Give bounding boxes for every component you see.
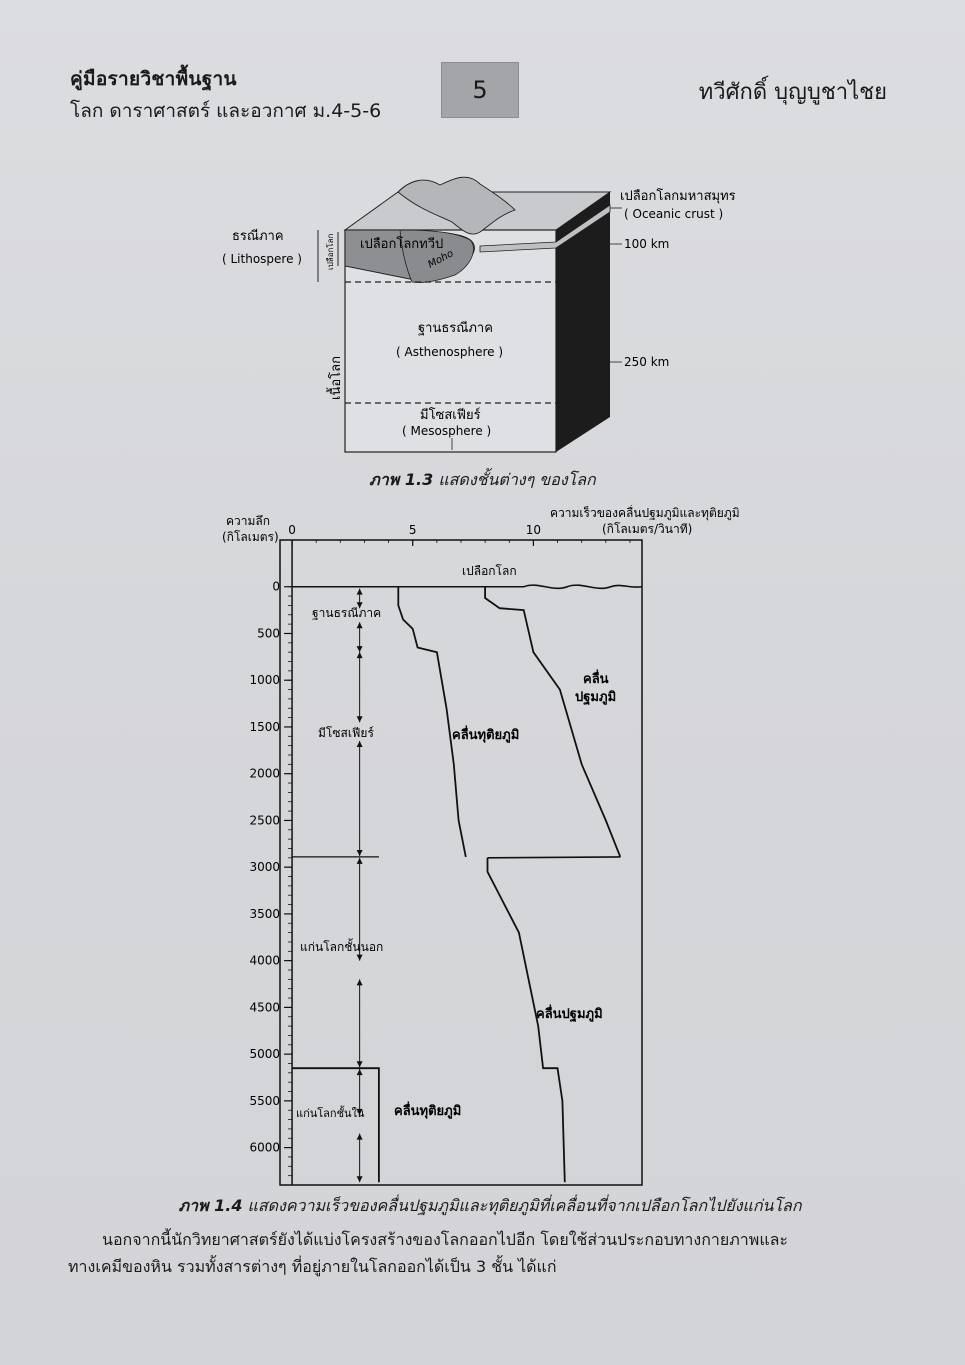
p-wave-line xyxy=(486,857,566,1183)
layer-label-inner-core: แก่นโลกชั้นใน xyxy=(296,1105,365,1120)
y-axis-unit: (กิโลเมตร) xyxy=(222,530,279,544)
body-line-1: นอกจากนี้นักวิทยาศาสตร์ยังได้แบ่งโครงสร้… xyxy=(102,1230,789,1249)
inner-core-arrow-top-head-bottom xyxy=(356,1108,363,1115)
moho-bulge xyxy=(399,229,474,283)
series-lines xyxy=(292,584,643,1183)
x-axis-title: ความเร็วของคลื่นปฐมภูมิและทุติยภูมิ xyxy=(550,505,740,521)
x-tick-label: 5 xyxy=(409,523,417,537)
crust-line xyxy=(292,584,643,590)
outer-core-arrow-bottom-head-top xyxy=(356,979,363,986)
oceanic-crust-label-en: ( Oceanic crust ) xyxy=(624,207,723,221)
mesosphere-label-th: มีโซสเฟียร์ xyxy=(420,407,481,423)
asthenosphere-arrow-a-head-top xyxy=(356,588,363,595)
mantle-vertical-label: เนื้อโลก xyxy=(326,356,344,400)
y-axis-title: ความลึก xyxy=(226,514,270,528)
author-name: ทวีศักดิ์ บุญบูชาไชย xyxy=(698,80,887,105)
outer-core-arrow-top-head-bottom xyxy=(356,954,363,961)
body-line-2: ทางเคมีของหิน รวมทั้งสารต่างๆ ที่อยู่ภาย… xyxy=(68,1257,557,1276)
oceanic-crust-strip xyxy=(479,204,611,253)
book-title: คู่มือรายวิชาพื้นฐาน xyxy=(70,68,237,90)
y-tick-label: 4000 xyxy=(250,954,281,968)
s-wave-label-lower: คลื่นทุติยภูมิ xyxy=(394,1101,461,1119)
x-tick-label: 0 xyxy=(288,523,296,537)
layer-label-asthenosphere: ฐานธรณีภาค xyxy=(312,606,381,620)
earth-layers-diagram: ธรณีภาค ( Lithospere ) เปลือกโลก เนื้อโล… xyxy=(222,176,736,453)
mesosphere-arrow-top-head-top xyxy=(356,652,363,659)
body-paragraph: นอกจากนี้นักวิทยาศาสตร์ยังได้แบ่งโครงสร้… xyxy=(68,1226,893,1280)
inner-core-arrow-top-head-top xyxy=(356,1069,363,1076)
p-wave-core-drop xyxy=(487,856,621,859)
x-tick-label: 10 xyxy=(526,523,541,537)
depth-100-label: 100 km xyxy=(624,237,669,251)
s-wave-label-upper: คลื่นทุติยภูมิ xyxy=(452,725,519,743)
y-tick-label: 2500 xyxy=(250,813,281,827)
x-axis-unit: (กิโลเมตร/วินาที) xyxy=(602,522,692,536)
mesosphere-label-en: ( Mesosphere ) xyxy=(402,424,491,438)
book-subtitle: โลก ดาราศาสตร์ และอวกาศ ม.4-5-6 xyxy=(70,100,382,122)
layer-label-mesosphere: มีโซสเฟียร์ xyxy=(318,726,374,740)
p-wave-label-lower: คลื่นปฐมภูมิ xyxy=(536,1004,603,1023)
seismic-velocity-chart: ความลึก (กิโลเมตร) ความเร็วของคลื่นปฐมภู… xyxy=(222,505,740,1186)
y-tick-label: 3000 xyxy=(250,860,281,874)
x-axis-ticks: 0 5 10 xyxy=(288,523,631,546)
lithosphere-label-en: ( Lithospere ) xyxy=(222,252,302,266)
y-tick-label: 3500 xyxy=(250,907,281,921)
mesosphere-arrow-top-head-bottom xyxy=(356,716,363,723)
y-tick-label: 5500 xyxy=(250,1094,281,1108)
crust-vertical-label: เปลือกโลก xyxy=(325,233,335,270)
y-tick-label: 5000 xyxy=(250,1047,281,1061)
continental-mountains xyxy=(397,176,516,235)
s-wave-line xyxy=(292,1067,380,1183)
page-number: 5 xyxy=(441,62,519,118)
lithosphere-label-th: ธรณีภาค xyxy=(232,228,284,244)
asthenosphere-label-th: ฐานธรณีภาค xyxy=(418,320,493,336)
y-tick-label: 1500 xyxy=(250,720,281,734)
crust-line-label: เปลือกโลก xyxy=(462,564,517,578)
p-wave-label-upper-1: คลื่น xyxy=(583,669,609,687)
asthenosphere-arrow-a-head-bottom xyxy=(356,602,363,609)
asthenosphere-arrow-b-head-bottom xyxy=(356,646,363,653)
figure-1-4-caption-text: แสดงความเร็วของคลื่นปฐมภูมิและทุติยภูมิท… xyxy=(247,1196,802,1215)
chart-frame xyxy=(279,539,643,1186)
continental-crust-label: เปลือกโลกทวีป xyxy=(360,236,443,252)
inner-core-arrow-bottom-head-bottom xyxy=(356,1176,363,1183)
y-tick-label: 2000 xyxy=(250,767,281,781)
block-side-face xyxy=(556,192,610,452)
figure-1-4-caption-label: ภาพ 1.4 xyxy=(178,1196,243,1215)
mesosphere-arrow-bottom-head-top xyxy=(356,740,363,747)
asthenosphere-label-en: ( Asthenosphere ) xyxy=(396,345,503,359)
p-wave-label-upper-2: ปฐมภูมิ xyxy=(575,690,616,706)
layer-arrows xyxy=(292,588,379,1183)
oceanic-crust-label-th: เปลือกโลกมหาสมุทร xyxy=(620,188,736,204)
figure-1-3-caption-label: ภาพ 1.3 xyxy=(369,470,434,489)
header-left: คู่มือรายวิชาพื้นฐาน โลก ดาราศาสตร์ และอ… xyxy=(70,64,381,126)
inner-core-arrow-bottom-head-top xyxy=(356,1133,363,1140)
layer-label-outer-core: แก่นโลกชั้นนอก xyxy=(300,938,383,954)
figure-1-3-caption-text: แสดงชั้นต่างๆ ของโลก xyxy=(438,470,596,489)
outer-core-arrow-bottom-head-bottom xyxy=(356,1061,363,1068)
s-wave-line xyxy=(397,586,467,858)
y-tick-label: 1000 xyxy=(250,673,281,687)
y-tick-label: 500 xyxy=(257,626,280,640)
p-wave-line xyxy=(484,586,622,858)
y-tick-label: 0 xyxy=(272,580,280,594)
y-tick-label: 4500 xyxy=(250,1000,281,1014)
figure-1-3-caption: ภาพ 1.3 แสดงชั้นต่างๆ ของโลก xyxy=(300,468,665,493)
outer-core-arrow-top-head-top xyxy=(356,857,363,864)
y-axis-ticks: 0 500 1000 1500 2000 2500 3000 3500 4000 4500 5000… xyxy=(250,580,293,1177)
mesosphere-arrow-bottom-head-bottom xyxy=(356,849,363,856)
asthenosphere-arrow-b-head-top xyxy=(356,622,363,629)
figure-1-4-caption: ภาพ 1.4 แสดงความเร็วของคลื่นปฐมภูมิและทุ… xyxy=(100,1194,880,1219)
depth-250-label: 250 km xyxy=(624,355,669,369)
y-tick-label: 6000 xyxy=(250,1141,281,1155)
